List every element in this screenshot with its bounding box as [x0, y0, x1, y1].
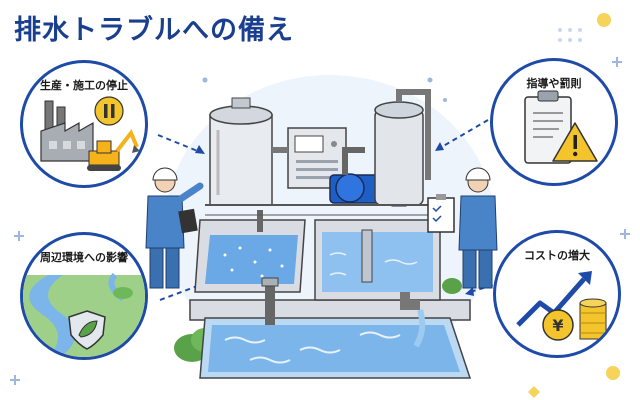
factory-icon	[40, 96, 140, 171]
risk-production-stop: 生産・施工の停止	[20, 60, 148, 188]
rising-arrow-icon	[516, 277, 586, 327]
yen-symbol: ¥	[552, 316, 563, 335]
excavator-icon	[87, 129, 140, 171]
worker-right	[427, 167, 498, 289]
risk-environment: 周辺環境への影響	[20, 232, 148, 360]
coin-stack-icon	[579, 298, 607, 340]
dot-pattern	[558, 28, 582, 42]
clipboard-warning-icon	[524, 90, 598, 164]
yen-coin-icon	[542, 309, 574, 341]
deco-circle	[597, 13, 611, 27]
risk-label: 生産・施工の停止	[40, 79, 128, 92]
risk-label: コストの増大	[524, 249, 590, 262]
worker-left	[145, 167, 204, 289]
risk-label: 指導や罰則	[526, 77, 582, 90]
plus-decorations	[10, 57, 630, 385]
rising-cost-icon: ¥	[516, 271, 607, 341]
risk-cost-increase: コストの増大 ¥	[493, 230, 621, 358]
risk-label: 周辺環境への影響	[40, 251, 128, 264]
page-title: 排水トラブルへの備え	[14, 15, 294, 46]
leaf-icon	[78, 320, 98, 338]
risk-guidance-penalty: 指導や罰則	[490, 58, 618, 186]
river-shield-icon	[23, 272, 145, 357]
deco-circle	[606, 366, 620, 380]
